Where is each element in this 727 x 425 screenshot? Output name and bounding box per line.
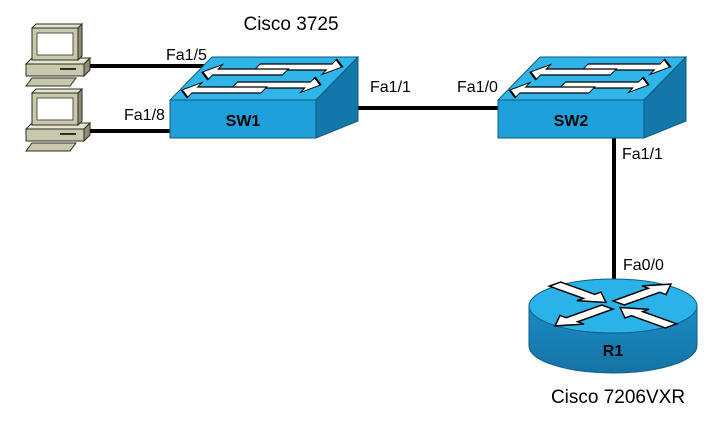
interface-label-sw1-fa1-5: Fa1/5	[166, 47, 207, 64]
switch-model-title: Cisco 3725	[243, 14, 338, 35]
router-r1-label: R1	[603, 343, 624, 360]
router-model-title: Cisco 7206VXR	[551, 387, 685, 408]
workstation-1-icon	[25, 23, 91, 87]
interface-label-sw1-fa1-8: Fa1/8	[124, 107, 165, 124]
switch-sw2-label: SW2	[554, 113, 589, 130]
switch-sw1-icon: SW1	[169, 56, 359, 139]
router-r1-icon: R1	[528, 278, 698, 374]
workstation-2-icon	[25, 88, 91, 152]
interface-label-sw2-fa1-1: Fa1/1	[622, 146, 663, 163]
interface-label-sw1-fa1-1: Fa1/1	[370, 79, 411, 96]
interface-label-sw2-fa1-0: Fa1/0	[457, 79, 498, 96]
switch-sw1-label: SW1	[226, 113, 261, 130]
switch-sw2-icon: SW2	[497, 56, 687, 139]
router-arrows-icon	[543, 280, 683, 330]
interface-label-r1-fa0-0: Fa0/0	[623, 257, 664, 274]
